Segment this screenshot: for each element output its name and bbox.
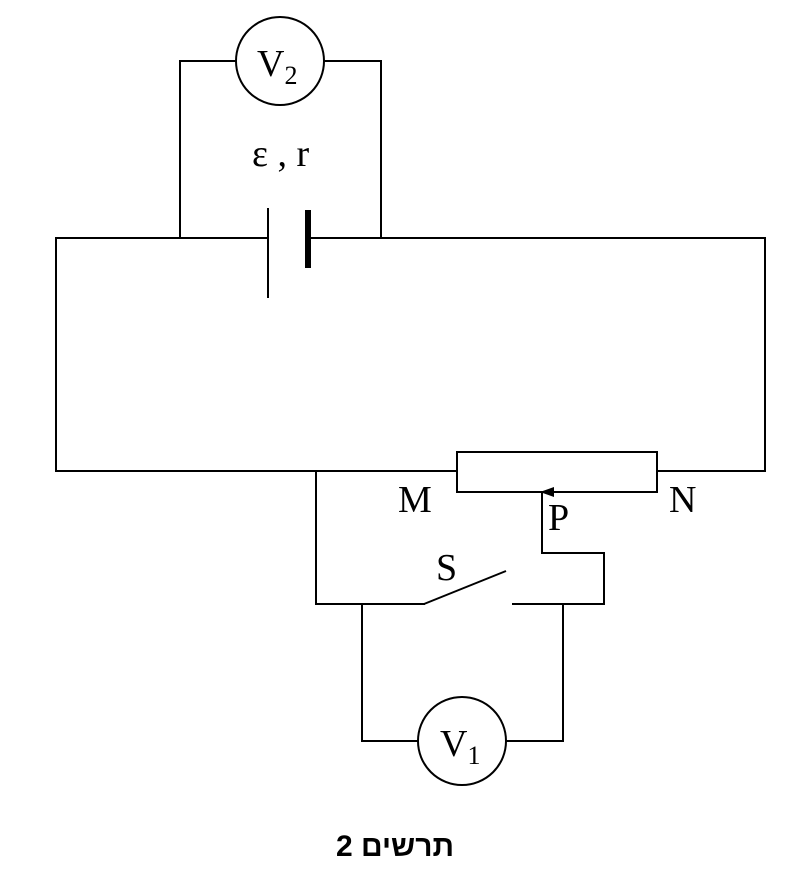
- slider-wire: [512, 552, 605, 605]
- label-S: S: [436, 547, 457, 589]
- switch-wire-left: [315, 470, 425, 605]
- label-P: P: [548, 497, 569, 539]
- voltmeter-v1-branch: V1: [361, 603, 564, 786]
- main-loop: [55, 237, 766, 472]
- switch-branch: [315, 470, 507, 605]
- switch-blade: [423, 570, 507, 605]
- voltmeter-v1: [417, 696, 507, 786]
- rheostat: [456, 451, 658, 493]
- voltmeter-v1-label: V1: [440, 723, 480, 770]
- voltmeter-v2-label: V2: [257, 43, 297, 90]
- v1-wire-right: [505, 603, 564, 742]
- v2-wire-right: [323, 60, 382, 239]
- voltmeter-v2: [235, 16, 325, 106]
- v1-wire-left: [361, 603, 419, 742]
- v2-wire-left: [179, 60, 237, 239]
- label-M: M: [398, 479, 432, 521]
- emf-label: ε , r: [252, 133, 309, 175]
- slider-contact: [512, 487, 605, 605]
- voltmeter-v2-branch: V2: [179, 16, 382, 239]
- battery: [267, 208, 311, 298]
- label-N: N: [669, 479, 696, 521]
- figure-caption: תרשים 2: [335, 830, 455, 863]
